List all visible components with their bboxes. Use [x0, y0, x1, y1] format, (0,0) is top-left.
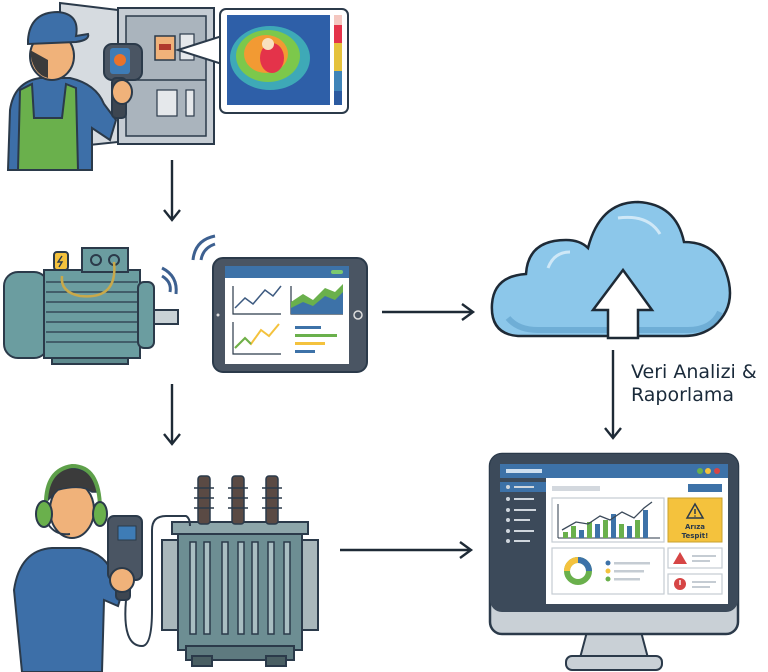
headset — [43, 463, 102, 511]
arrow-ultrasonic-to-dashboard — [340, 541, 474, 559]
dashboard-monitor-illustration: Arıza Tespit! — [488, 452, 740, 671]
vibration-sensor — [53, 251, 69, 271]
dashboard-header — [500, 464, 728, 478]
tablet-header — [225, 266, 349, 278]
motor-housing — [43, 269, 141, 359]
thermal-inspection-illustration — [6, 1, 349, 171]
transformer — [161, 475, 319, 667]
bushings — [197, 475, 279, 525]
ultrasonic-inspection-node — [0, 450, 330, 672]
dashboard-monitor-node: Arıza Tespit! — [488, 452, 740, 672]
motor-end-cap — [3, 271, 49, 359]
ultrasonic-inspection-illustration — [12, 463, 319, 672]
motor-shaft — [153, 309, 179, 325]
edge-label-cloud-to-dashboard: Veri Analizi & Raporlama — [631, 361, 757, 407]
upload-arrow-icon — [590, 267, 655, 340]
edge-label-line-2: Raporlama — [631, 384, 734, 406]
arrow-thermal-to-motor — [163, 160, 181, 222]
cap — [27, 10, 90, 46]
alert-item-warning — [667, 547, 723, 569]
edge-label-line-1: Veri Analizi & — [631, 361, 757, 383]
arrow-tablet-to-cloud — [382, 303, 476, 321]
alert-text-line-1: Arıza — [685, 523, 705, 531]
overalls — [16, 82, 80, 171]
tablet-screen — [225, 266, 349, 364]
arrow-cloud-to-dashboard — [604, 350, 622, 440]
terminal-box — [81, 247, 129, 273]
electric-motor-illustration — [3, 247, 179, 365]
arrow-motor-to-ultrasonic — [163, 384, 181, 446]
wireless-signal-icon — [191, 234, 216, 261]
thermal-inspection-node — [0, 0, 360, 175]
cloud-node — [488, 196, 738, 344]
tablet-node — [185, 230, 375, 375]
wireless-signal-icon — [161, 266, 178, 295]
tablet-illustration — [191, 234, 368, 373]
motor-node — [0, 230, 200, 370]
alert-text-line-2: Tespit! — [682, 532, 709, 540]
cloud-upload-icon — [490, 200, 732, 340]
